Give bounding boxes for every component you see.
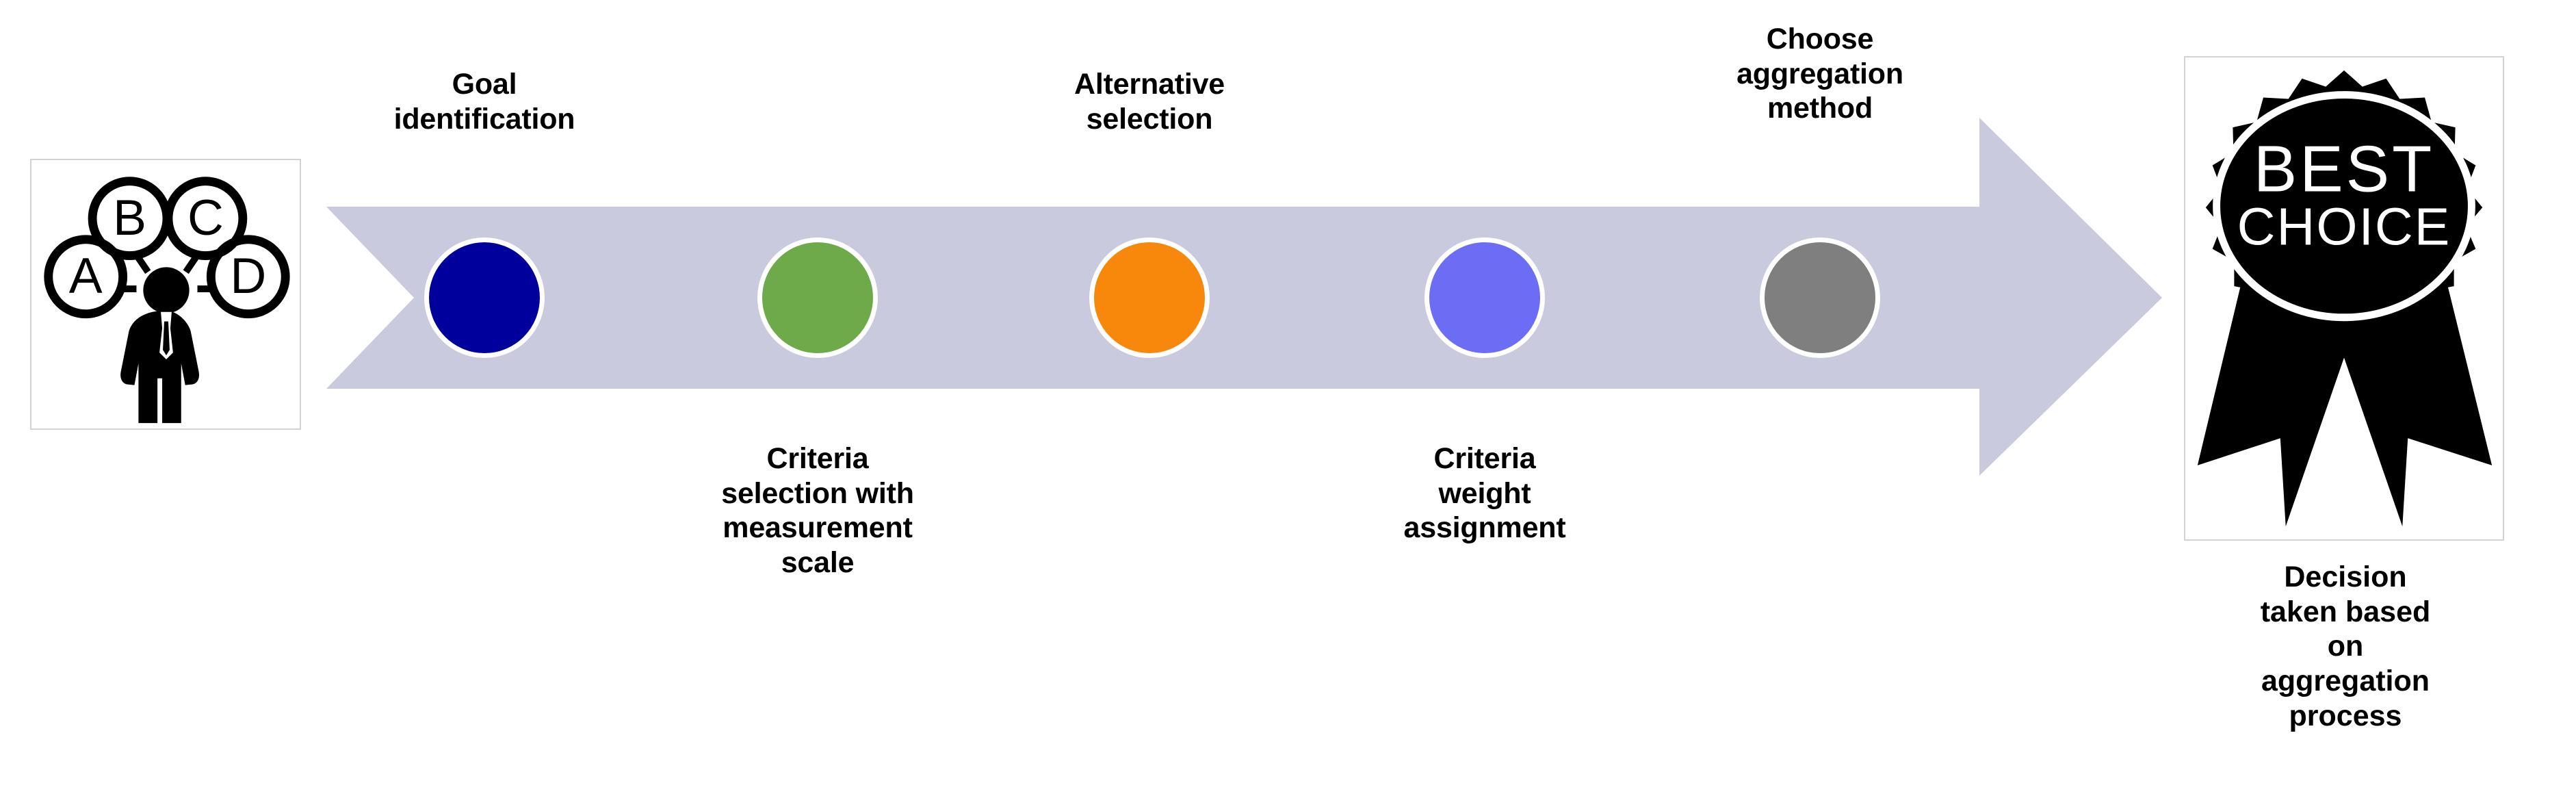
decision-maker-icon-box: A B C D (30, 159, 301, 430)
step-label-goal-identification: Goal identification (393, 68, 575, 136)
step-dot-choose-aggregation-method[interactable] (1760, 237, 1880, 358)
svg-text:C: C (187, 190, 224, 246)
step-label-alternative-selection: Alternative selection (1074, 68, 1225, 136)
decision-maker-alternatives-icon: A B C D (44, 177, 290, 424)
step-dot-alternative-selection[interactable] (1089, 237, 1210, 358)
svg-text:D: D (230, 248, 266, 304)
best-choice-ribbon-box: BEST CHOICE (2184, 56, 2504, 541)
ribbon-subtitle: CHOICE (2237, 198, 2451, 257)
step-label-criteria-selection: Criteria selection with measurement scal… (721, 442, 914, 580)
ribbon-title: BEST (2254, 133, 2434, 205)
result-caption: Decision taken based on aggregation proc… (2260, 561, 2431, 732)
step-dot-criteria-weight-assignment[interactable] (1424, 237, 1545, 358)
arrow-shape (326, 118, 2162, 476)
svg-text:A: A (69, 248, 103, 304)
svg-text:B: B (113, 190, 146, 246)
process-arrow (322, 110, 2169, 486)
step-dot-criteria-selection[interactable] (757, 237, 878, 358)
step-dot-goal-identification[interactable] (424, 237, 545, 358)
best-choice-ribbon-icon: BEST CHOICE (2197, 70, 2493, 527)
step-label-criteria-weight-assignment: Criteria weight assignment (1403, 442, 1566, 545)
step-label-choose-aggregation-method: Choose aggregation method (1736, 23, 1903, 125)
